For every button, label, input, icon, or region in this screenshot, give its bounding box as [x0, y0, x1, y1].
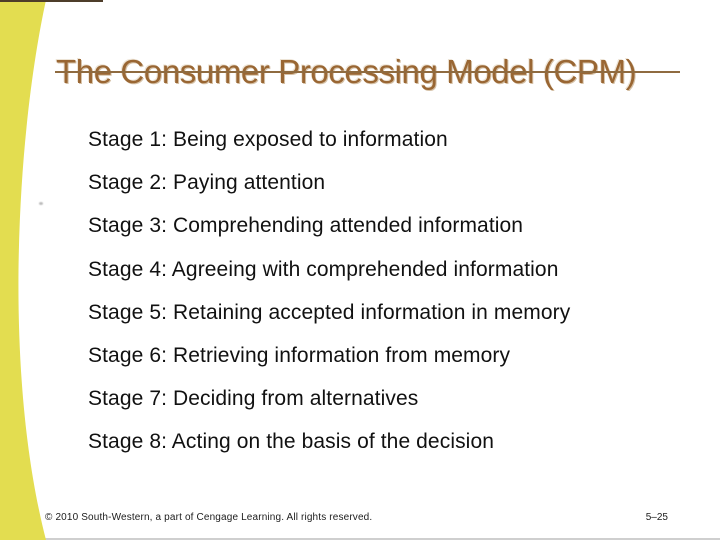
stage-list-item: Stage 4: Agreeing with comprehended info…	[88, 257, 559, 281]
title-underline	[55, 71, 680, 73]
top-edge-line	[0, 0, 103, 2]
stage-list-item: Stage 1: Being exposed to information	[88, 128, 448, 151]
left-accent-band	[0, 0, 46, 540]
stage-list: Stage 1: Being exposed to information St…	[88, 118, 570, 464]
slide-bottom-edge	[0, 538, 720, 540]
stage-list-item: Stage 3: Comprehending attended informat…	[88, 214, 524, 238]
footer-copyright: © 2010 South-Western, a part of Cengage …	[45, 512, 373, 523]
stage-list-item: Stage 5: Retaining accepted information …	[88, 300, 571, 324]
stage-list-item: Stage 8: Acting on the basis of the deci…	[88, 430, 495, 454]
stage-list-item: Stage 7: Deciding from alternatives	[88, 387, 419, 411]
stray-dot-artifact	[39, 202, 43, 205]
footer-page-number: 5–25	[645, 512, 668, 523]
stage-list-item: Stage 2: Paying attention	[88, 171, 326, 195]
stage-list-item: Stage 6: Retrieving information from mem…	[88, 344, 511, 368]
